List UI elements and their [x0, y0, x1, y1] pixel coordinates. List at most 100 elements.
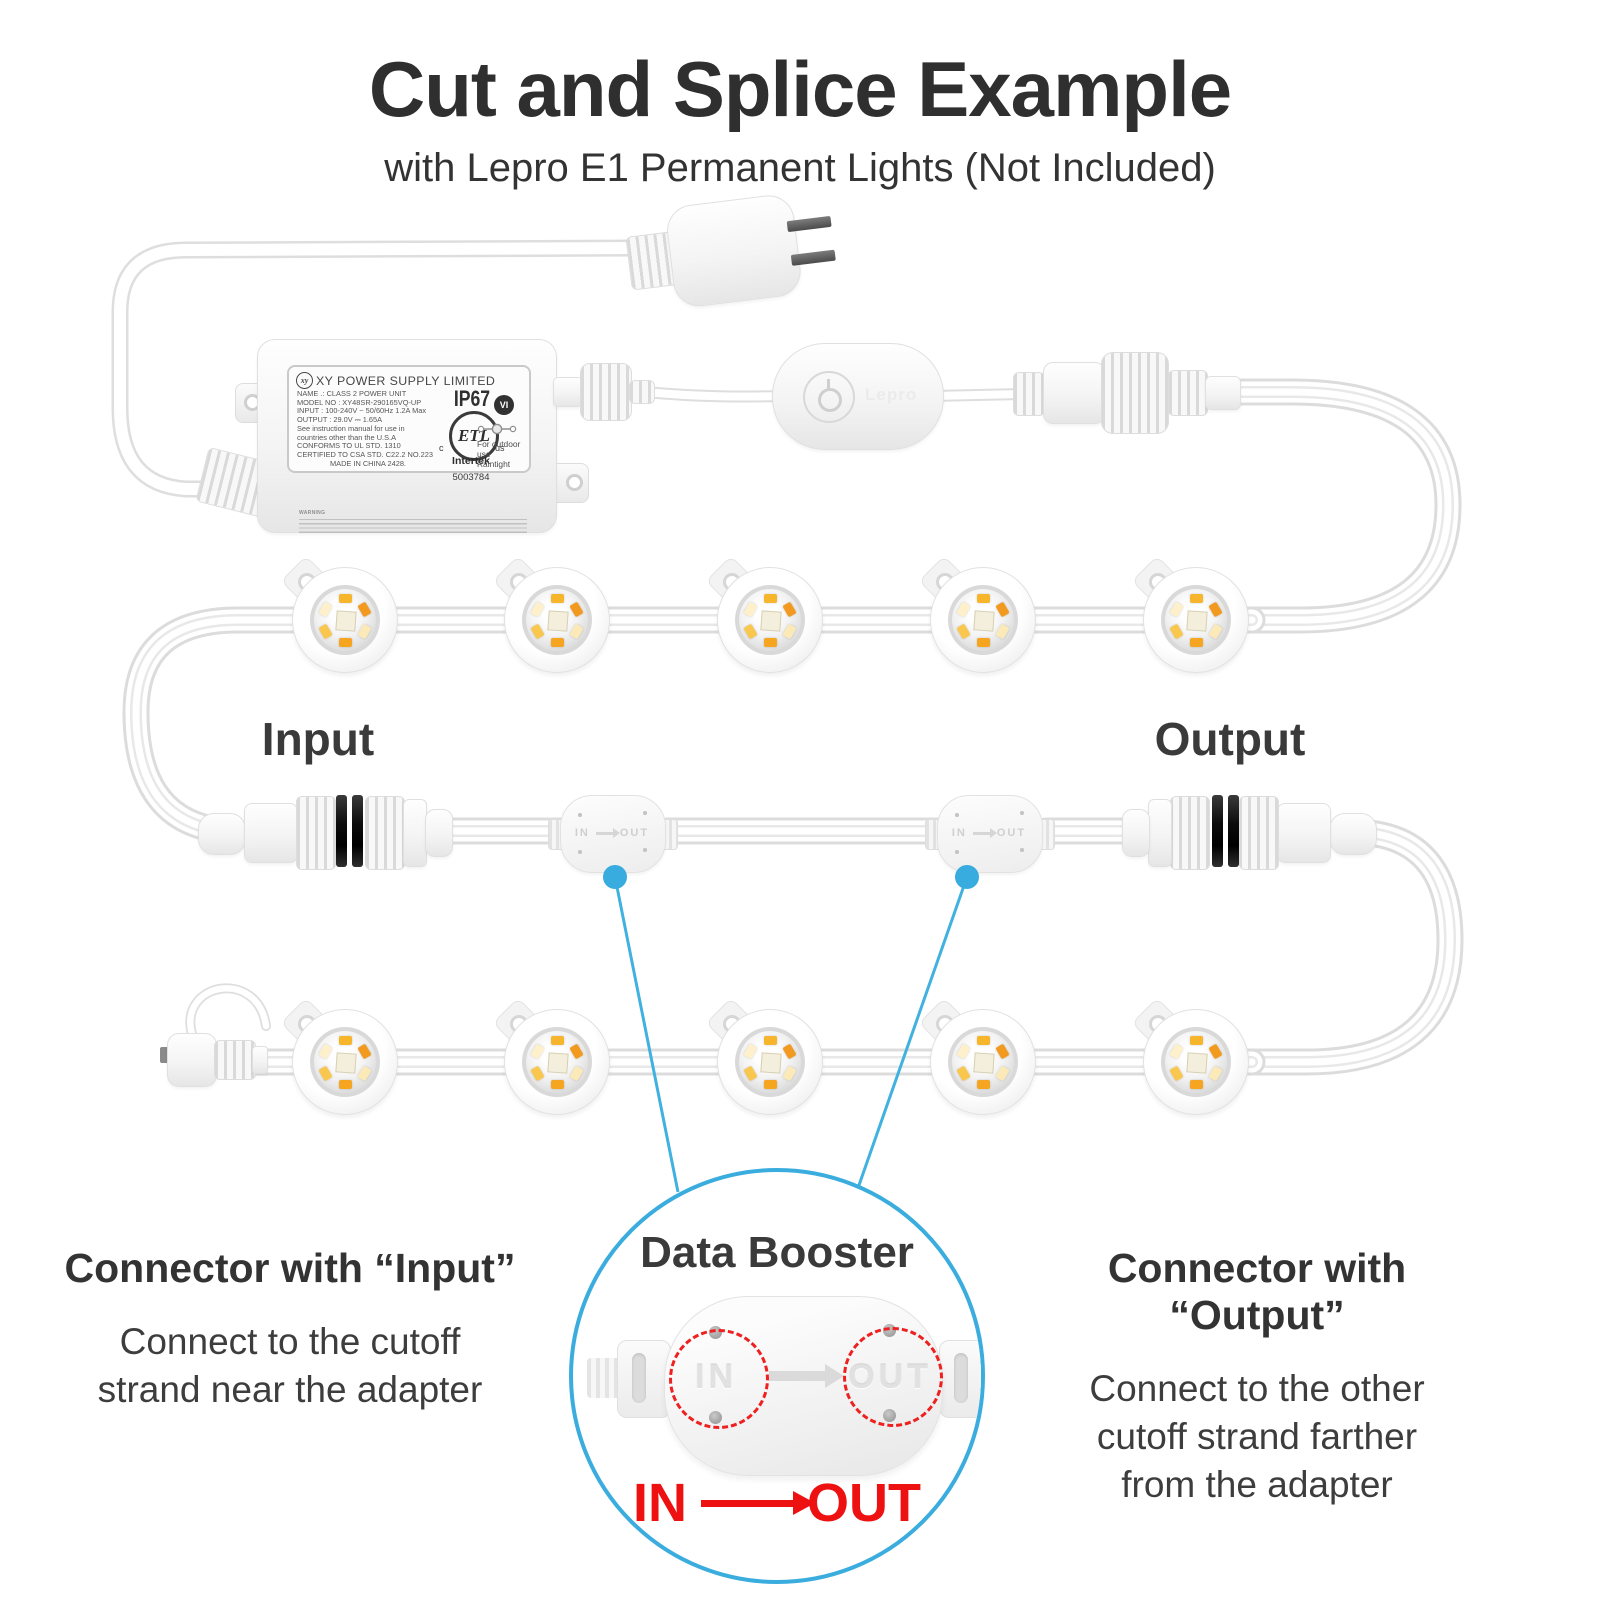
end-cap-tip [160, 1047, 169, 1063]
input-note-body: Connect to the cutoff strand near the ad… [40, 1318, 540, 1414]
led-chip-center [335, 1052, 357, 1074]
led-light-pod [705, 997, 823, 1115]
xy-logo-icon: xy [296, 372, 313, 389]
input-label: Input [261, 713, 375, 765]
led-chip [1189, 1035, 1203, 1045]
warning-text: WARNING [299, 501, 527, 535]
output-label: Output [1154, 713, 1306, 765]
data-booster-right: IN OUT [925, 795, 1055, 873]
barrel-boot [1329, 813, 1377, 855]
booster-wing [617, 1340, 671, 1418]
warning-word: WARNING [299, 510, 326, 516]
input-note: Connector with “Input” Connect to the cu… [40, 1245, 540, 1414]
power-button [803, 371, 855, 423]
power-icon-tick [827, 379, 830, 390]
o-ring [336, 795, 347, 867]
note-line: Connect to the other [1089, 1368, 1425, 1409]
led-chip [1189, 593, 1203, 603]
vi-badge: VI [494, 395, 514, 415]
barrel-collar [403, 799, 427, 867]
controller-brand: Lepro [865, 385, 918, 404]
arrow-icon [972, 828, 997, 838]
led-chip-center [547, 610, 569, 632]
led-light-pod [492, 997, 610, 1115]
led-chip-center [1186, 1052, 1208, 1074]
spec-line: MADE IN CHINA 2428. [330, 458, 406, 468]
led-chip [550, 593, 564, 603]
led-chip [550, 1079, 564, 1089]
connector-nut [1101, 352, 1169, 434]
led-chip [976, 593, 990, 603]
booster-in: IN [951, 827, 967, 839]
fuse-icon [477, 423, 517, 435]
connector-cylinder [1043, 362, 1105, 424]
o-ring [1212, 795, 1223, 867]
connector-boot [1013, 372, 1045, 416]
led-chip-center [547, 1052, 569, 1074]
booster-out: OUT [996, 827, 1027, 839]
led-chip-center [760, 610, 782, 632]
led-chip [338, 637, 352, 647]
barrel-tip [425, 809, 453, 857]
barrel-ribs [365, 796, 405, 870]
connector-ribs [1168, 370, 1208, 416]
power-icon [818, 388, 842, 412]
led-chip-center [1186, 610, 1208, 632]
ear-screw-hole [566, 474, 583, 491]
led-chip [338, 593, 352, 603]
red-arrow-icon [701, 1490, 815, 1515]
spec-lines: NAME .: CLASS 2 POWER UNIT MODEL NO : XY… [297, 389, 439, 468]
led-light-pod [1131, 997, 1249, 1115]
power-adapter: xy XY POWER SUPPLY LIMITED NAME .: CLASS… [195, 325, 665, 545]
barrel-cylinder [1277, 803, 1331, 863]
led-chip [763, 1035, 777, 1045]
booster-label: IN OUT [560, 795, 664, 871]
barrel-collar [1148, 799, 1172, 867]
data-booster-inset: Data Booster IN OUT IN OUT [569, 1168, 985, 1584]
led-chip-center [973, 1052, 995, 1074]
output-nut [580, 363, 632, 421]
barrel-boot [198, 813, 246, 855]
callout-dot [955, 865, 979, 889]
led-light-pod [705, 555, 823, 673]
page-subtitle: with Lepro E1 Permanent Lights (Not Incl… [384, 146, 1216, 190]
output-note-title: Connector with “Output” [1107, 1245, 1407, 1338]
led-chip [338, 1035, 352, 1045]
adapter-label: xy XY POWER SUPPLY LIMITED NAME .: CLASS… [287, 365, 531, 483]
led-chip [550, 1035, 564, 1045]
direction-arrow-icon [769, 1364, 844, 1388]
booster-in: IN [574, 827, 590, 839]
out-highlight-circle [843, 1327, 943, 1427]
fine-print-stripes [299, 519, 527, 535]
note-line: from the adapter [1121, 1464, 1393, 1506]
ip-rating: IP67 [453, 386, 491, 411]
end-cap-body [167, 1033, 217, 1087]
note-line: strand near the adapter [97, 1369, 483, 1411]
led-light-pod [492, 555, 610, 673]
booster-wing [939, 1340, 981, 1418]
led-chip [976, 637, 990, 647]
o-ring [1228, 795, 1239, 867]
etl-number: 5003784 [452, 472, 490, 483]
spec-line: countries other than the U.S.A [297, 432, 397, 442]
led-chip-center [760, 1052, 782, 1074]
in-out-caption: IN OUT [573, 1472, 981, 1534]
caption-out: OUT [807, 1473, 921, 1533]
led-chip-center [335, 610, 357, 632]
end-cap-connector [155, 1015, 270, 1100]
booster-label: IN OUT [937, 795, 1041, 871]
inline-connector [1005, 352, 1250, 434]
led-light-pod [918, 997, 1036, 1115]
note-line: Connect to the cutoff [119, 1321, 461, 1362]
raintight-line: Raintight [477, 459, 511, 469]
o-ring [352, 795, 363, 867]
output-note-body: Connect to the other cutoff strand farth… [1017, 1365, 1497, 1509]
led-chip [1189, 1079, 1203, 1089]
spec-line: MODEL NO : XY48SR-290165VQ-UP [297, 397, 422, 407]
led-light-pod [1131, 555, 1249, 673]
data-booster-left: IN OUT [548, 795, 678, 873]
input-note-title: Connector with “Input” [64, 1245, 516, 1291]
wing-slot [632, 1353, 646, 1403]
